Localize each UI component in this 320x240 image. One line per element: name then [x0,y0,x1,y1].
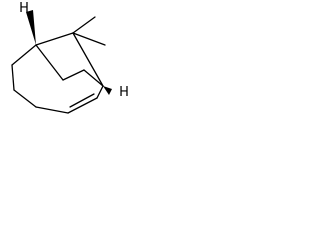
bicyclic-structure-diagram: H H [11,1,129,114]
bond-methyl-b [72,32,106,46]
bond-c5-c6 [67,97,98,114]
bond-c1-c2 [11,44,37,66]
bond-c2-c3 [11,64,15,91]
bond-c5-c6-double [69,93,95,108]
atom-label-h-upper: H [19,1,29,16]
atom-label-h-lower: H [119,85,129,100]
bond-c4-c5 [35,106,69,114]
bond-c3-c4 [13,89,37,108]
bond-c7-c8 [83,69,104,87]
stereo-wedge-upper [26,10,36,45]
bond-methyl-a [72,16,96,34]
bond-c6-c7 [96,85,104,99]
bond-c1-cq [35,32,74,46]
bond-c8-c9 [62,69,85,81]
bond-cq-c7 [72,32,104,87]
stereo-wedge-lower [103,86,112,95]
bond-c9-c1 [35,44,64,81]
